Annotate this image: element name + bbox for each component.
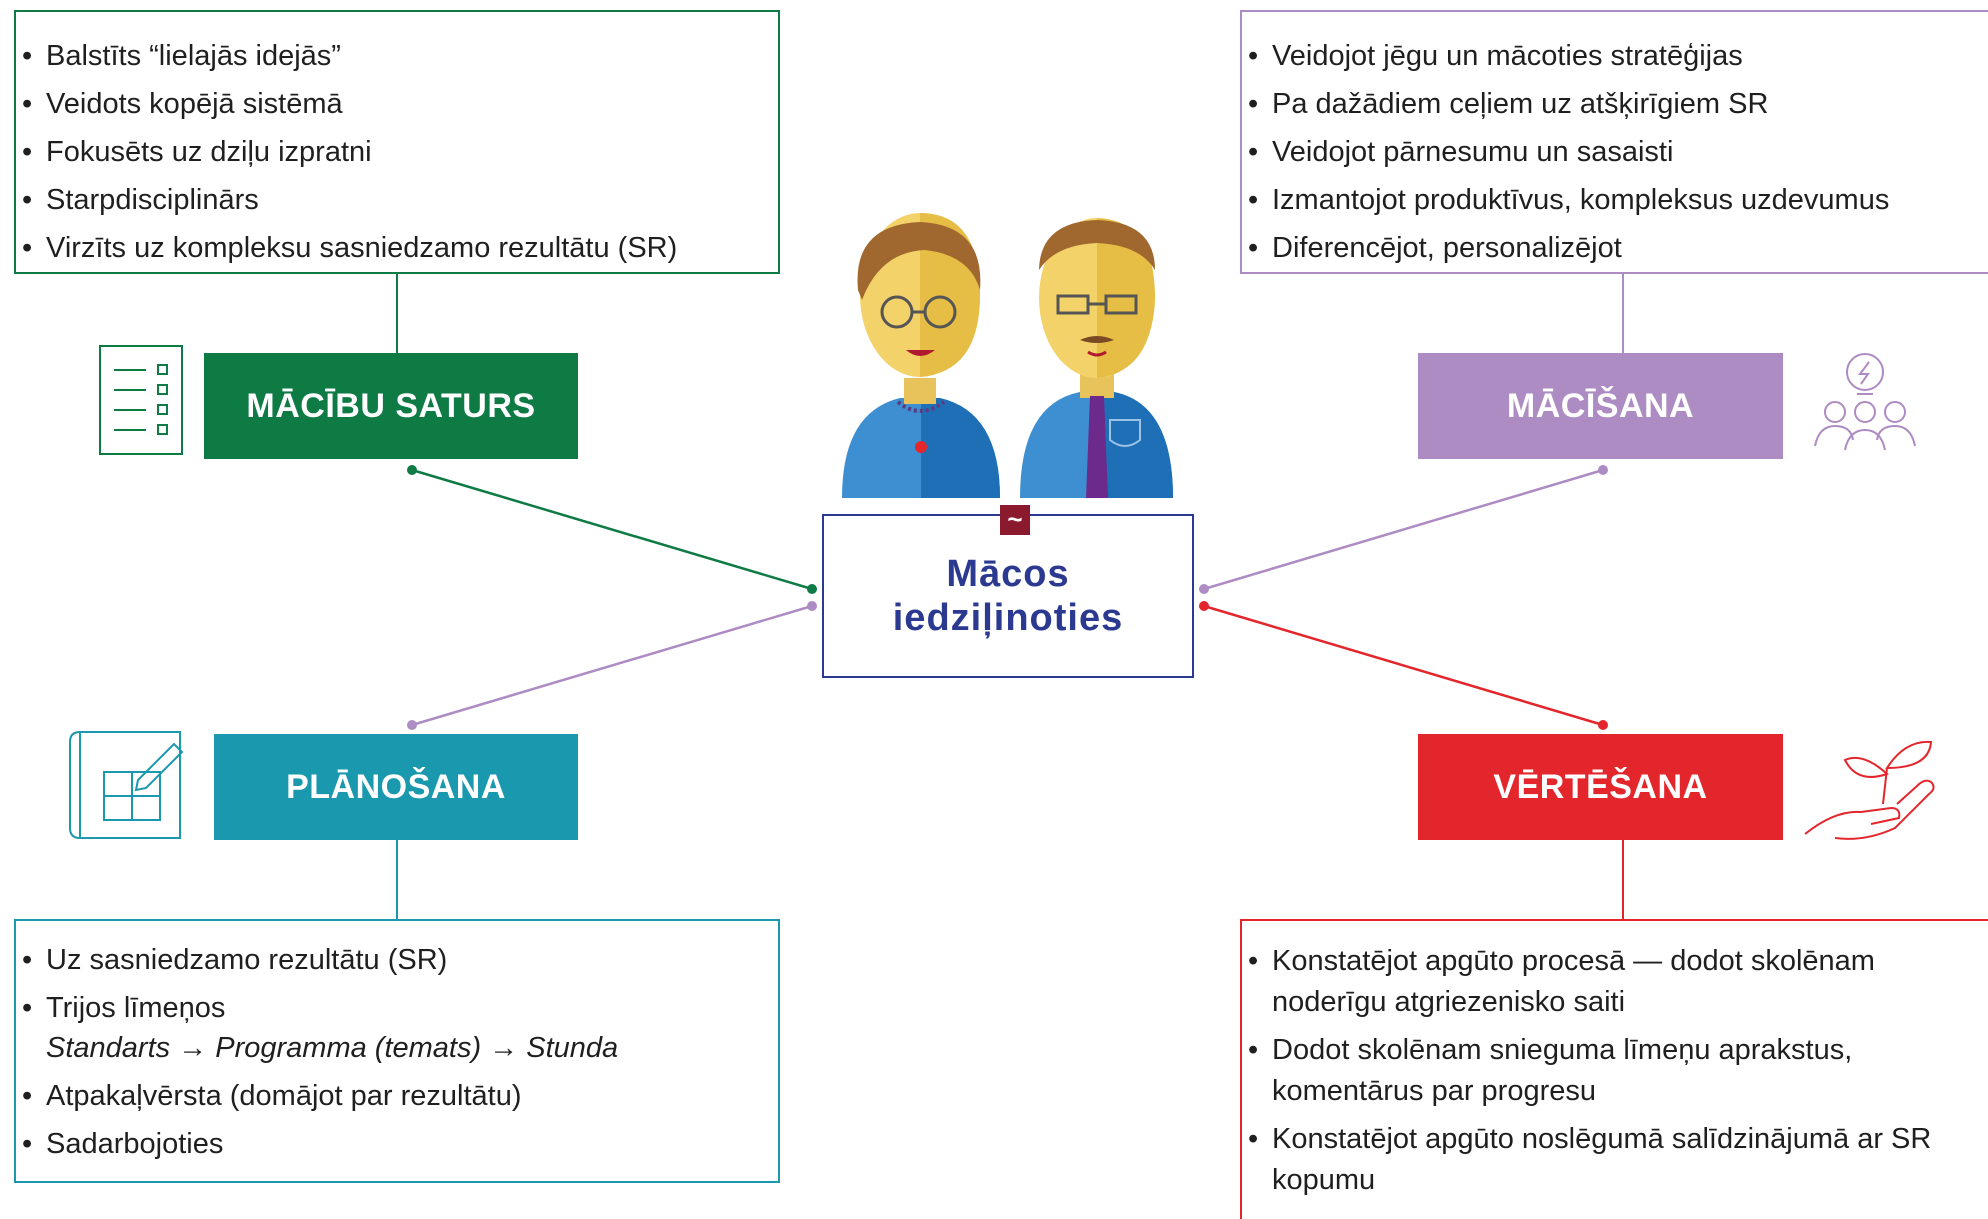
list-item: Balstīts “lielajās idejās” bbox=[16, 32, 778, 80]
list-item: Sadarbojoties bbox=[16, 1120, 778, 1168]
list-item-label: Trijos līmeņos bbox=[46, 992, 226, 1024]
list-item: Pa dažādiem ceļiem uz atšķirīgiem SR bbox=[1242, 80, 1988, 128]
connector-dot bbox=[807, 601, 817, 611]
vertesana-label: VĒRTĒŠANA bbox=[1418, 734, 1783, 840]
connector-dot bbox=[807, 584, 817, 594]
list-item: Fokusēts uz dziļu izpratni bbox=[16, 128, 778, 176]
macisana-details-box: Veidojot jēgu un mācoties stratēģijas Pa… bbox=[1240, 10, 1988, 274]
blueprint-icon bbox=[69, 731, 184, 839]
connector-dot bbox=[407, 465, 417, 475]
tilde-badge: ~ bbox=[1000, 505, 1030, 535]
vertesana-label-text: VĒRTĒŠANA bbox=[1493, 767, 1708, 806]
list-item: Veidojot pārnesumu un sasaisti bbox=[1242, 128, 1988, 176]
connector-planosana-center bbox=[411, 604, 813, 727]
center-node: Mācos iedziļinoties bbox=[822, 514, 1194, 678]
connector-dot bbox=[1199, 601, 1209, 611]
group-idea-icon bbox=[1814, 353, 1916, 451]
list-item: Starpdisciplinārs bbox=[16, 176, 778, 224]
list-item: Virzīts uz kompleksu sasniedzamo rezultā… bbox=[16, 224, 778, 272]
macisana-label-text: MĀCĪŠANA bbox=[1506, 386, 1695, 425]
list-item: Diferencējot, personalizējot bbox=[1242, 224, 1988, 272]
macisana-label: MĀCĪŠANA bbox=[1418, 353, 1783, 459]
macibu-saturs-label-text: MĀCĪBU SATURS bbox=[246, 386, 536, 425]
connector-dot bbox=[407, 720, 417, 730]
planosana-details-box: Uz sasniedzamo rezultātu (SR) Trijos līm… bbox=[14, 919, 780, 1183]
list-item: Uz sasniedzamo rezultātu (SR) bbox=[16, 936, 778, 984]
connector-dot bbox=[1598, 720, 1608, 730]
planosana-label: PLĀNOŠANA bbox=[214, 734, 578, 840]
checklist-icon bbox=[99, 345, 183, 455]
connector-macisana-center bbox=[1203, 468, 1604, 591]
list-item: Veidojot jēgu un mācoties stratēģijas bbox=[1242, 32, 1988, 80]
list-item: Konstatējot apgūto noslēgumā salīdzināju… bbox=[1242, 1119, 1982, 1201]
list-item: Veidots kopējā sistēmā bbox=[16, 80, 778, 128]
center-title-line2: iedziļinoties bbox=[892, 597, 1124, 639]
macibu-saturs-label: MĀCĪBU SATURS bbox=[204, 353, 578, 459]
connector-dot bbox=[1598, 465, 1608, 475]
saturs-details-box: Balstīts “lielajās idejās” Veidots kopēj… bbox=[14, 10, 780, 274]
connector-vertesana-center bbox=[1203, 604, 1604, 727]
vertesana-details-box: Konstatējot apgūto procesā — dodot skolē… bbox=[1240, 919, 1988, 1219]
planosana-label-text: PLĀNOŠANA bbox=[286, 767, 506, 806]
list-item: Trijos līmeņos Standarts → Programma (te… bbox=[16, 988, 778, 1068]
list-item: Konstatējot apgūto procesā — dodot skolē… bbox=[1242, 941, 1982, 1023]
teachers-illustration bbox=[842, 213, 1173, 498]
list-item: Dodot skolēnam snieguma līmeņu aprakstus… bbox=[1242, 1030, 1982, 1112]
connector-dot bbox=[1199, 584, 1209, 594]
list-item: Izmantojot produktīvus, kompleksus uzdev… bbox=[1242, 176, 1988, 224]
list-item: Atpakaļvērsta (domājot par rezultātu) bbox=[16, 1072, 778, 1120]
hand-plant-icon bbox=[1804, 740, 1935, 840]
connector-saturs-center bbox=[411, 468, 813, 591]
center-title-line1: Mācos bbox=[946, 553, 1070, 595]
levels-line: Standarts → Programma (temats) → Stunda bbox=[46, 1032, 619, 1064]
